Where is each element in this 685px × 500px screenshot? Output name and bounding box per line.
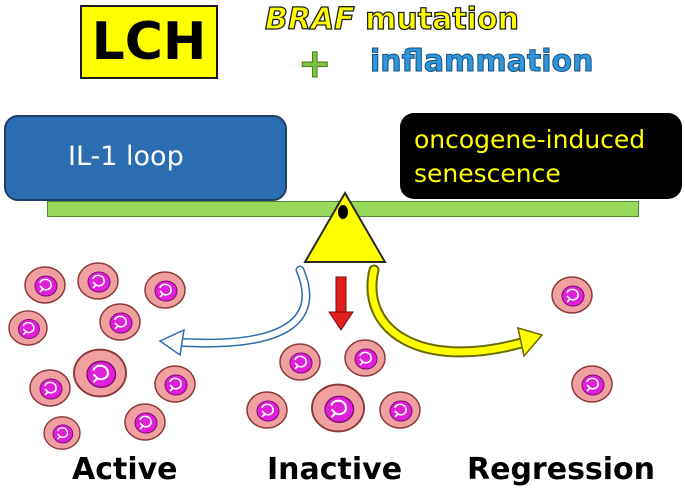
active-cell xyxy=(77,262,119,300)
inactive-cell xyxy=(279,343,321,381)
mutation-label: mutation xyxy=(354,1,519,37)
lch-title-box: LCH xyxy=(80,5,218,79)
il1-loop-box: IL-1 loop xyxy=(4,115,287,201)
active-cell xyxy=(43,416,81,450)
senescence-line-1: oncogene-induced xyxy=(414,125,646,154)
braf-mutation-text: BRAF mutation xyxy=(264,1,519,37)
oncogene-induced-senescence-box: oncogene-induced senescence xyxy=(400,113,682,199)
down-arrow xyxy=(328,276,354,331)
senescence-line-2: senescence xyxy=(414,158,561,188)
active-cell xyxy=(144,271,186,309)
state-label-regression: Regression xyxy=(467,452,656,487)
active-cell xyxy=(8,310,48,346)
lch-title: LCH xyxy=(91,12,207,72)
state-label-active: Active xyxy=(72,452,178,487)
active-cell xyxy=(72,348,128,398)
regression-cell xyxy=(551,276,593,314)
inactive-cell xyxy=(310,383,366,433)
inactive-cell xyxy=(246,391,288,429)
inactive-cell xyxy=(379,391,421,429)
active-cell xyxy=(24,266,66,304)
active-cell xyxy=(154,365,196,403)
inactive-cell xyxy=(344,339,386,377)
active-cell xyxy=(29,369,71,407)
state-label-inactive: Inactive xyxy=(267,452,403,487)
active-cell xyxy=(124,403,166,441)
regression-cell xyxy=(571,365,613,403)
active-cell xyxy=(99,303,141,341)
fulcrum-pivot xyxy=(338,205,348,219)
plus-sign: + xyxy=(298,41,333,87)
fulcrum-triangle xyxy=(303,191,387,263)
curved-arrow-to-regression xyxy=(366,264,544,358)
curved-arrow-to-active xyxy=(158,265,311,357)
braf-gene-label: BRAF xyxy=(264,1,355,37)
inflammation-label: inflammation xyxy=(369,44,594,80)
il1-loop-label: IL-1 loop xyxy=(68,141,184,172)
